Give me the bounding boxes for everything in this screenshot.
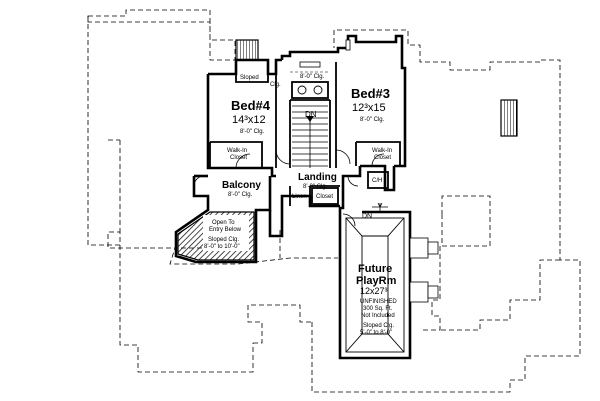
bed3-ceiling: 8'-0" Clg. [360,117,385,123]
future-playroom-line5: 5'-0" to 8'-0" [360,330,392,336]
open-to-entry-labels: Open To Entry Below Sloped Clg. 8'-0" to… [204,220,242,250]
bed4-size: 14³x12 [232,114,266,126]
dashed-roof-outline [87,9,581,393]
walkin-left-labels: Walk-In Closet [227,148,247,161]
balcony-labels: Balcony 8'-0" Clg. [222,180,261,198]
future-playroom-line2: 300 Sq. Ft. [363,306,393,312]
walkin-left-line1: Walk-In [227,148,247,154]
bed3-size: 12³x15 [352,102,386,114]
walkin-right-line1: Walk-In [372,148,392,154]
bed4-labels: Bed#4 14³x12 8'-0" Clg. [231,98,271,135]
future-playroom-line1: UNFINISHED [360,299,397,305]
stair-dn: DN [305,110,317,119]
future-playroom-labels: Future PlayRm 12x27³ UNFINISHED 300 Sq. … [356,263,397,336]
landing-name: Landing [298,172,337,183]
open-to-entry-line2: Entry Below [209,227,242,233]
future-playroom-size: 12x27³ [360,286,388,296]
bed3-name: Bed#3 [351,86,390,101]
future-playroom-name1: Future [358,263,392,275]
interior-walls [209,62,401,206]
bath-fixtures [297,85,323,95]
balcony-name: Balcony [222,180,261,191]
bed3-labels: Bed#3 12³x15 8'-0" Clg. [351,86,390,123]
walkin-right-line2: Closet [374,155,391,161]
hall-ceiling: 8'-0" Clg. [300,74,325,80]
landing-ceiling: 8'-0" Clg. [303,184,328,190]
stair-arrow [306,116,314,122]
chimney-right [500,99,518,137]
windows [299,39,439,303]
door-swings [193,149,388,227]
walkin-right-labels: Walk-In Closet [372,148,392,161]
bed4-ceiling: 8'-0" Clg. [240,129,265,135]
open-to-entry-line4: 8'-0" to 10'-0" [204,244,240,250]
sloped-clg-line1: Sloped [240,75,259,81]
playroom-roof-lines [345,217,405,353]
sloped-clg-line2: Clg. [270,82,281,88]
future-playroom-line3: Not Included [361,313,395,319]
walkin-left-line2: Closet [230,155,247,161]
closet-label: Closet [316,194,333,200]
balcony-ceiling: 8'-0" Clg. [228,192,253,198]
future-playroom-line4: Sloped Clg. [363,323,394,329]
bed4-name: Bed#4 [231,98,271,113]
chimney [235,39,259,61]
linen-label: Linen [292,194,307,200]
open-to-entry-line3: Sloped Clg. [208,237,239,243]
landing-labels: Landing 8'-0" Clg. [298,172,337,190]
open-to-entry-line1: Open To [212,220,235,226]
ch-label: C/H [372,178,382,184]
future-playroom-name2: PlayRm [356,275,397,287]
dn-lower-label: DN [362,213,372,220]
open-to-entry-label-box [203,215,249,251]
sloped-clg-labels: Sloped Clg. [240,75,281,88]
